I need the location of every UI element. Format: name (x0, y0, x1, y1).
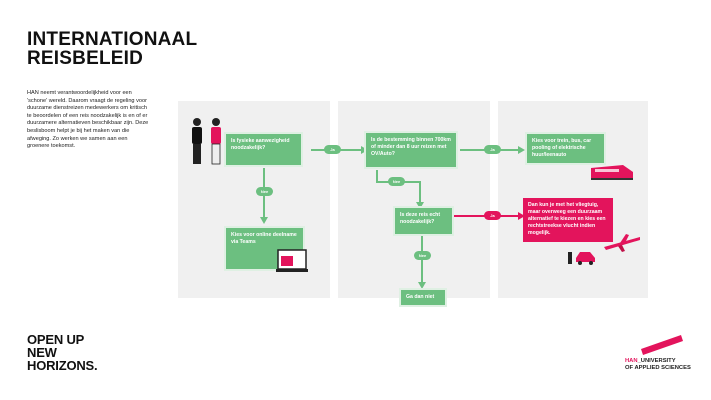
laptop-icon (276, 249, 308, 272)
node-q2: Is de bestemming binnen 700km of minder … (366, 133, 456, 167)
electric-car-icon (568, 252, 595, 265)
arrowhead-q2 (361, 146, 368, 154)
person-2-head (212, 118, 220, 126)
logo-han: HAN (625, 358, 638, 364)
arrowhead-plane (518, 212, 525, 220)
people-illustration (192, 118, 221, 165)
logo-applied-sciences: OF APPLIED SCIENCES (625, 365, 691, 372)
arrowhead-q3 (416, 202, 424, 209)
intro-text: HAN neemt verantwoordelijkheid voor een … (27, 90, 149, 150)
slogan-line-2: NEW (27, 345, 57, 360)
arrowhead-online (260, 217, 268, 224)
han-logo-text: HAN_UNIVERSITY OF APPLIED SCIENCES (625, 358, 691, 372)
person-2-body (211, 127, 221, 144)
logo-university: _UNIVERSITY (637, 358, 676, 364)
han-logo-mark (641, 335, 683, 355)
node-q3: Is deze reis echt noodzakelijk? (395, 208, 452, 234)
pill-nee-q3: Nee (414, 251, 431, 260)
arrowhead-go (418, 282, 426, 289)
pill-nee-q2: Nee (388, 177, 405, 186)
pill-nee-q1: Nee (256, 187, 273, 196)
node-train: Kies voor trein, bus, car pooling of ele… (527, 134, 604, 163)
laptop-screen-content (281, 256, 293, 266)
title-line-2: REISBELEID (27, 48, 144, 69)
page-title: INTERNATIONAAL REISBELEID (27, 30, 197, 68)
slogan: OPEN UP NEW HORIZONS. (27, 332, 98, 373)
title-line-1: INTERNATIONAAL (27, 29, 198, 50)
slogan-line-1: OPEN UP (27, 332, 85, 347)
node-q1: Is fysieke aanwezigheid noodzakelijk? (226, 134, 301, 165)
pill-ja-q2: Ja (484, 145, 501, 154)
node-plane: Dan kun je met het vliegtuig, maar overw… (523, 198, 613, 242)
person-1-head (193, 118, 201, 126)
train-icon (591, 165, 633, 180)
airplane-icon (604, 234, 640, 252)
arrow-q2-to-q3 (376, 170, 421, 202)
node-go: Ga dan niet (401, 290, 445, 305)
person-1-legs (193, 144, 201, 164)
node-online: Kies voor online deelname via Teams (226, 228, 303, 269)
person-2-legs (211, 143, 221, 165)
arrowhead-train (518, 146, 525, 154)
pill-ja-q1: Ja (324, 145, 341, 154)
slogan-line-3: HORIZONS. (27, 358, 98, 373)
person-1-body (192, 127, 202, 144)
pill-ja-q3: Ja (484, 211, 501, 220)
